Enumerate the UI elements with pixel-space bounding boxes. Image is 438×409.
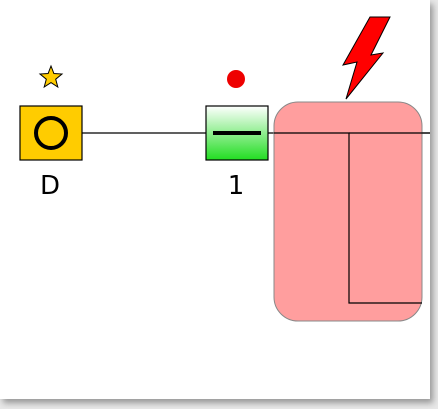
diagram-canvas: D 1 — [0, 0, 430, 399]
highlight-box — [273, 101, 423, 322]
node-1-label: 1 — [228, 171, 245, 201]
lightning-icon — [342, 16, 391, 100]
node-d[interactable]: D — [19, 105, 83, 201]
highlight-region[interactable] — [273, 101, 430, 322]
node-1[interactable]: 1 — [205, 105, 269, 201]
red-dot-icon — [227, 70, 245, 88]
star-icon — [38, 64, 64, 89]
node-d-label: D — [40, 171, 60, 201]
node-d-box — [19, 105, 83, 161]
inner-wire — [274, 132, 422, 304]
circle-icon — [34, 116, 68, 150]
